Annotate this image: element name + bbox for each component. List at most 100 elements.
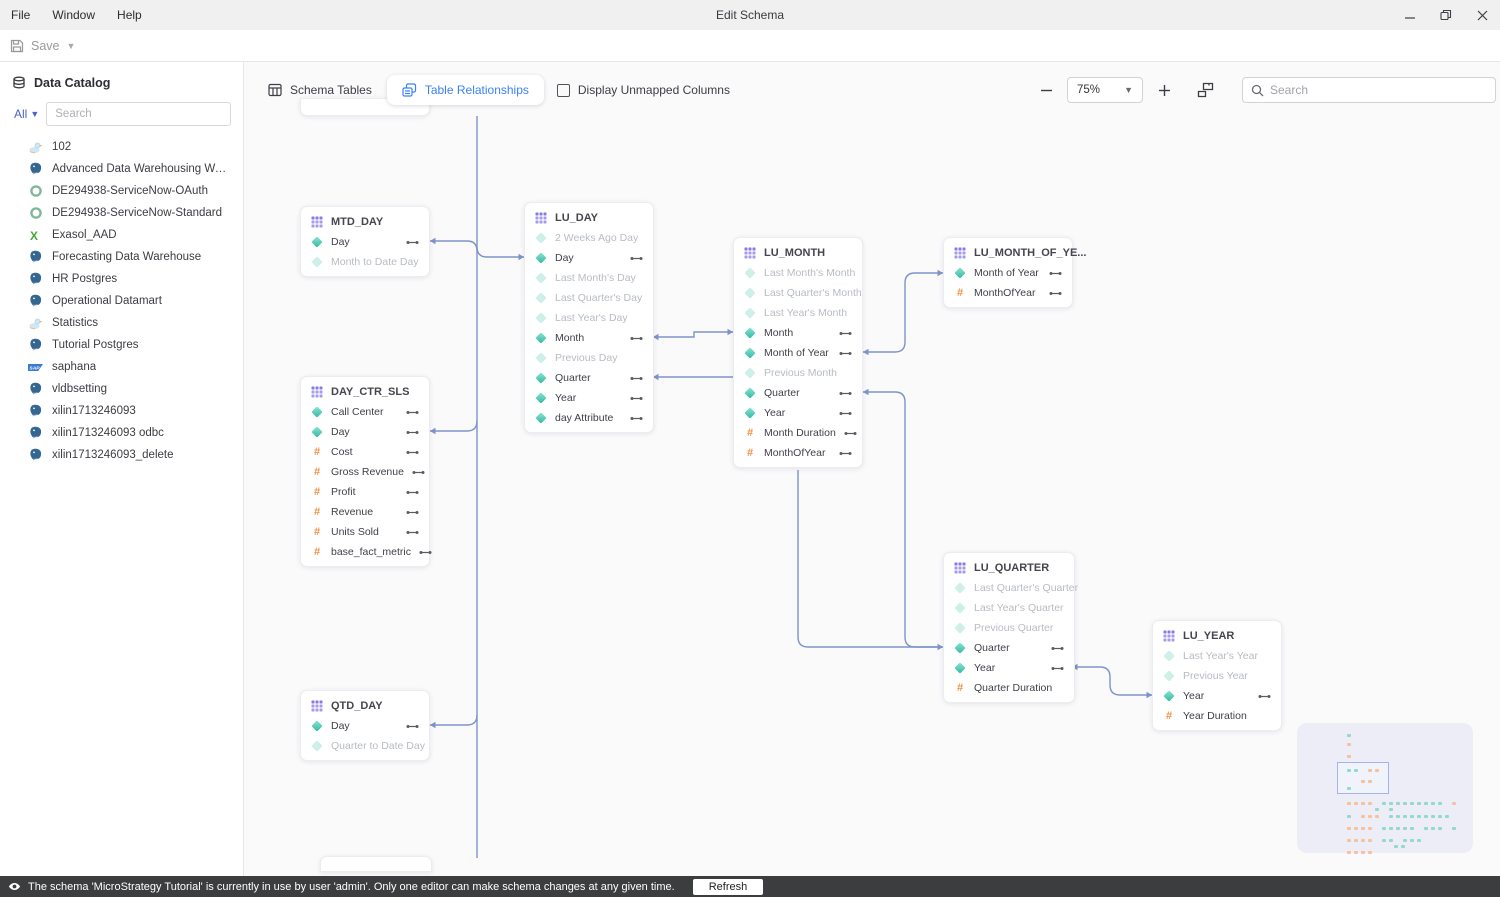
auto-arrange-icon[interactable]	[1197, 82, 1214, 98]
column-row[interactable]: Day	[525, 248, 653, 268]
column-row[interactable]: Last Month's Day	[525, 268, 653, 288]
column-row[interactable]: Last Month's Month	[734, 263, 862, 283]
refresh-button[interactable]: Refresh	[692, 878, 764, 895]
column-row[interactable]: Year	[525, 388, 653, 408]
catalog-item[interactable]: xilin1713246093 odbc	[0, 422, 243, 444]
zoom-level-dropdown[interactable]: 75%▼	[1067, 77, 1143, 103]
catalog-item[interactable]: Statistics	[0, 312, 243, 334]
column-row[interactable]: Month of Year	[734, 343, 862, 363]
column-row[interactable]: #Revenue	[301, 502, 429, 522]
column-row[interactable]: day Attribute	[525, 408, 653, 428]
mapping-link-icon[interactable]	[406, 509, 419, 516]
display-unmapped-checkbox-group[interactable]: Display Unmapped Columns	[556, 83, 730, 97]
table-relationships-tab[interactable]: Table Relationships	[386, 75, 544, 105]
column-row[interactable]: Quarter to Date Day	[301, 736, 429, 756]
mapping-link-icon[interactable]	[630, 415, 643, 422]
mapping-link-icon[interactable]	[419, 549, 432, 556]
column-row[interactable]: #Units Sold	[301, 522, 429, 542]
column-row[interactable]: #Quarter Duration	[944, 678, 1074, 698]
mapping-link-icon[interactable]	[406, 449, 419, 456]
column-row[interactable]: Day	[301, 716, 429, 736]
menu-file[interactable]: File	[11, 8, 31, 22]
schema-canvas[interactable]: Schema Tables Table Relationships Displa…	[244, 62, 1500, 876]
mapping-link-icon[interactable]	[406, 529, 419, 536]
column-row[interactable]: Month	[525, 328, 653, 348]
column-row[interactable]: Previous Month	[734, 363, 862, 383]
catalog-item[interactable]: xilin1713246093_delete	[0, 444, 243, 466]
column-row[interactable]: Quarter	[734, 383, 862, 403]
schema-tables-tab[interactable]: Schema Tables	[268, 83, 372, 97]
column-row[interactable]: Last Quarter's Quarter	[944, 578, 1078, 598]
column-row[interactable]: Last Year's Year	[1153, 646, 1281, 666]
mapping-link-icon[interactable]	[839, 450, 852, 457]
column-row[interactable]: Month	[734, 323, 862, 343]
minimap-viewport[interactable]	[1337, 762, 1389, 794]
column-row[interactable]: Month of Year	[944, 263, 1072, 283]
mapping-link-icon[interactable]	[844, 430, 857, 437]
catalog-item[interactable]: xilin1713246093	[0, 400, 243, 422]
mapping-link-icon[interactable]	[630, 255, 643, 262]
column-row[interactable]: Last Year's Day	[525, 308, 653, 328]
table-card-lu-month-of-ye[interactable]: LU_MONTH_OF_YE...Month of Year#MonthOfYe…	[943, 237, 1086, 308]
mapping-link-icon[interactable]	[1258, 693, 1271, 700]
mapping-link-icon[interactable]	[412, 469, 425, 476]
minimize-button[interactable]	[1392, 0, 1428, 30]
column-row[interactable]: Last Quarter's Day	[525, 288, 653, 308]
column-row[interactable]: Call Center	[301, 402, 429, 422]
catalog-item[interactable]: Forecasting Data Warehouse	[0, 246, 243, 268]
column-row[interactable]: Previous Year	[1153, 666, 1281, 686]
save-button[interactable]: Save	[31, 38, 60, 53]
zoom-out-button[interactable]	[1035, 79, 1057, 101]
column-row[interactable]: Quarter	[944, 638, 1074, 658]
minimap[interactable]	[1297, 723, 1473, 854]
column-row[interactable]: #MonthOfYear	[734, 443, 862, 463]
column-row[interactable]: Last Year's Quarter	[944, 598, 1074, 618]
filter-all-dropdown[interactable]: All▼	[14, 107, 40, 121]
column-row[interactable]: #MonthOfYear	[944, 283, 1072, 303]
catalog-item[interactable]: Advanced Data Warehousing War...	[0, 158, 243, 180]
canvas-search-input[interactable]	[1270, 83, 1487, 97]
column-row[interactable]: Day	[301, 232, 429, 252]
catalog-item[interactable]: 102	[0, 136, 243, 158]
column-row[interactable]: #base_fact_metric	[301, 542, 432, 562]
column-row[interactable]: #Year Duration	[1153, 706, 1281, 726]
column-row[interactable]: Year	[734, 403, 862, 423]
column-row[interactable]: Previous Quarter	[944, 618, 1074, 638]
column-row[interactable]: 2 Weeks Ago Day	[525, 228, 653, 248]
catalog-search-input[interactable]	[46, 102, 231, 126]
column-row[interactable]: Last Quarter's Month	[734, 283, 862, 303]
column-row[interactable]: Day	[301, 422, 429, 442]
menu-window[interactable]: Window	[52, 8, 96, 22]
column-row[interactable]: Previous Day	[525, 348, 653, 368]
column-row[interactable]: #Gross Revenue	[301, 462, 429, 482]
close-button[interactable]	[1464, 0, 1500, 30]
mapping-link-icon[interactable]	[406, 489, 419, 496]
save-dropdown-chevron-icon[interactable]: ▼	[66, 41, 76, 51]
column-row[interactable]: Quarter	[525, 368, 653, 388]
column-row[interactable]: Last Year's Month	[734, 303, 862, 323]
mapping-link-icon[interactable]	[1049, 270, 1062, 277]
column-row[interactable]: #Cost	[301, 442, 429, 462]
catalog-item[interactable]: HR Postgres	[0, 268, 243, 290]
mapping-link-icon[interactable]	[406, 239, 419, 246]
menu-help[interactable]: Help	[117, 8, 142, 22]
catalog-item[interactable]: Operational Datamart	[0, 290, 243, 312]
zoom-in-button[interactable]	[1153, 79, 1175, 101]
mapping-link-icon[interactable]	[1051, 645, 1064, 652]
column-row[interactable]: #Month Duration	[734, 423, 862, 443]
column-row[interactable]: Month to Date Day	[301, 252, 429, 272]
mapping-link-icon[interactable]	[630, 375, 643, 382]
mapping-link-icon[interactable]	[630, 335, 643, 342]
catalog-item[interactable]: Tutorial Postgres	[0, 334, 243, 356]
restore-button[interactable]	[1428, 0, 1464, 30]
mapping-link-icon[interactable]	[406, 429, 419, 436]
mapping-link-icon[interactable]	[406, 409, 419, 416]
mapping-link-icon[interactable]	[1051, 665, 1064, 672]
catalog-item[interactable]: vldbsetting	[0, 378, 243, 400]
mapping-link-icon[interactable]	[839, 410, 852, 417]
